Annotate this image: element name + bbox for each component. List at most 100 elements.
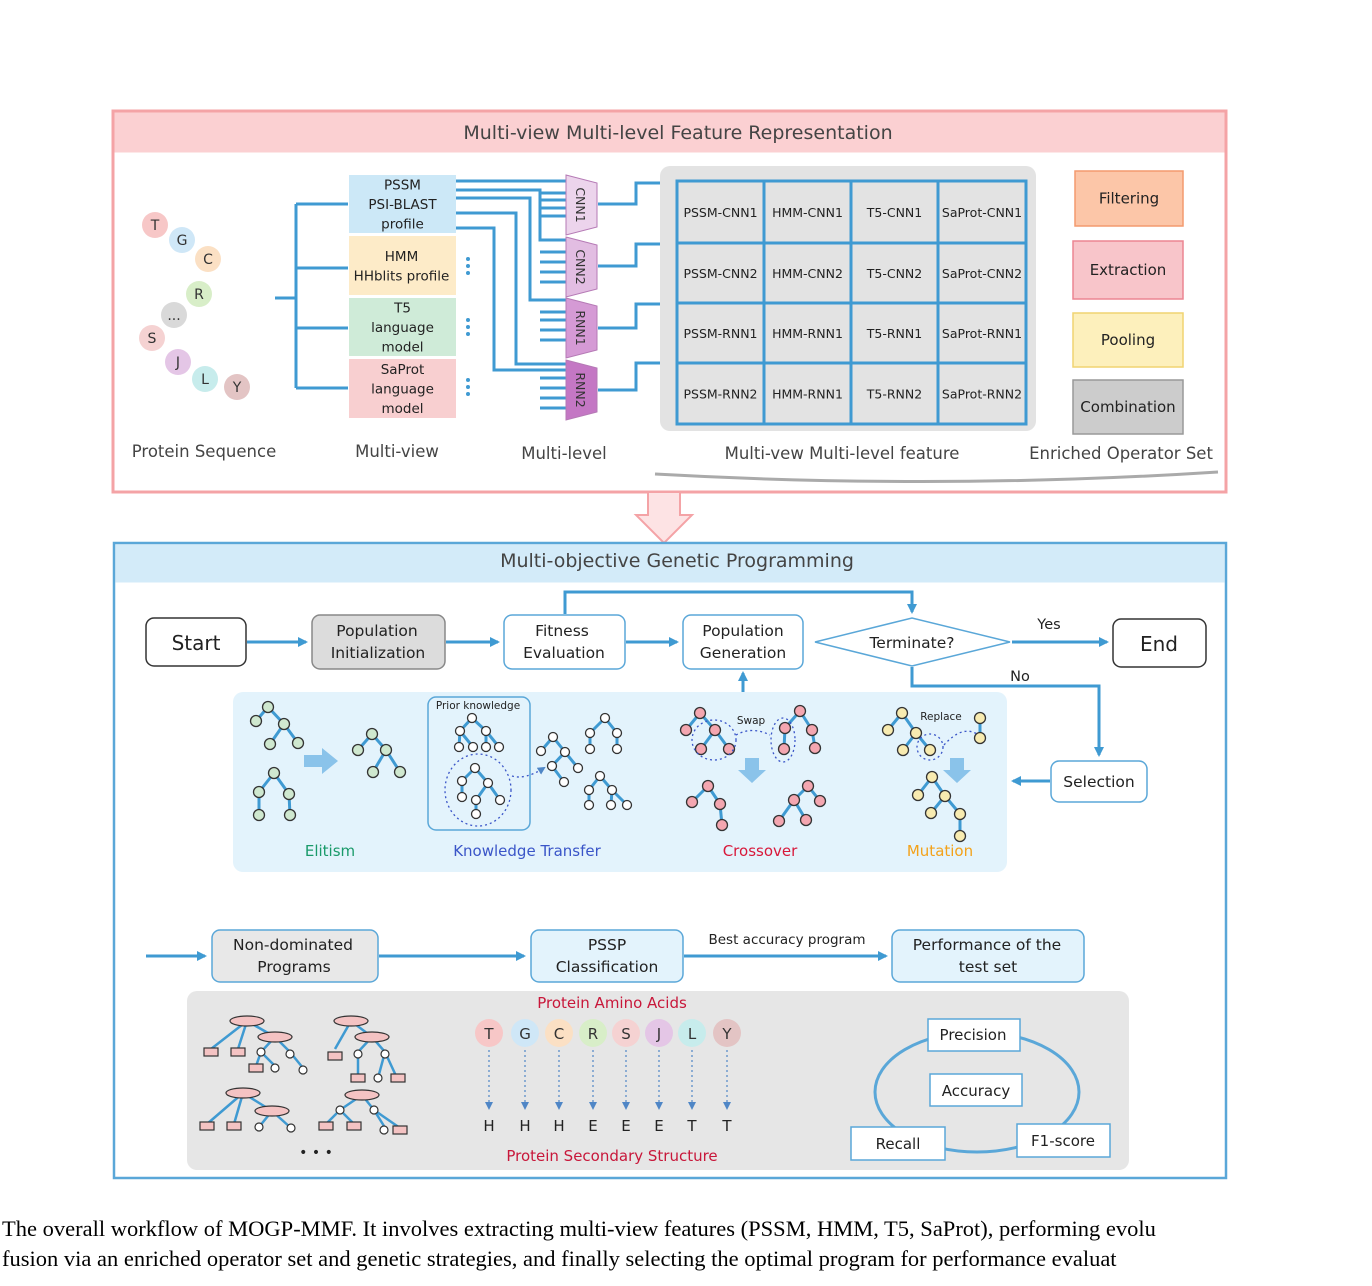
tree-node bbox=[469, 762, 481, 774]
tree-node bbox=[694, 742, 708, 756]
start-label: Start bbox=[172, 631, 221, 655]
amino-letter: G bbox=[519, 1025, 531, 1043]
tree-node bbox=[453, 741, 465, 753]
tree-node bbox=[801, 779, 815, 793]
view-box bbox=[349, 175, 456, 233]
structure-letter: T bbox=[686, 1117, 697, 1135]
tree-node bbox=[787, 793, 801, 807]
view-ellipsis bbox=[466, 257, 470, 396]
program-edge bbox=[373, 1108, 401, 1130]
brace-curve bbox=[654, 470, 1219, 484]
program-leaf bbox=[373, 1073, 383, 1083]
amino-title: Protein Amino Acids bbox=[537, 994, 687, 1012]
tree-node bbox=[282, 787, 296, 801]
level-trapezoid bbox=[565, 359, 598, 421]
tree-node bbox=[365, 727, 379, 741]
strategy-trees bbox=[249, 700, 987, 843]
program-leaf bbox=[318, 1121, 334, 1131]
amino-circle bbox=[139, 325, 165, 351]
operator-box bbox=[1072, 379, 1184, 435]
best-program-label: Best accuracy program bbox=[708, 932, 865, 948]
program-leaf bbox=[285, 1049, 295, 1059]
feature-cell: HMM-RNN1 bbox=[772, 387, 843, 402]
amino-letter: J bbox=[175, 355, 180, 371]
tree-node bbox=[973, 731, 987, 745]
amino-letter: L bbox=[201, 372, 209, 388]
program-leaf bbox=[270, 1063, 280, 1073]
program-leaf bbox=[379, 1125, 389, 1135]
terminate-label: Terminate? bbox=[868, 634, 954, 652]
view-box bbox=[349, 298, 456, 356]
program-leaf bbox=[248, 1063, 264, 1073]
program-leaf bbox=[353, 1049, 363, 1059]
performance-node bbox=[891, 929, 1085, 983]
mutation-label: Mutation bbox=[907, 842, 973, 860]
amino-letter: L bbox=[688, 1025, 697, 1043]
view-level-connectors bbox=[456, 179, 566, 410]
end-node bbox=[1112, 618, 1207, 668]
program-leaf bbox=[392, 1125, 408, 1135]
tree-node bbox=[547, 731, 559, 743]
prior-knowledge-box bbox=[427, 696, 531, 831]
amino-circle bbox=[612, 1019, 640, 1047]
feature-cell: SaProt-CNN1 bbox=[942, 205, 1022, 220]
structure-letter: H bbox=[519, 1117, 530, 1135]
feature-cell: HMM-CNN1 bbox=[772, 205, 843, 220]
amino-circle bbox=[195, 246, 221, 272]
tree-node bbox=[715, 818, 729, 832]
tree-node bbox=[366, 765, 380, 779]
structure-letter: E bbox=[588, 1117, 597, 1135]
accuracy-label: Accuracy bbox=[942, 1082, 1011, 1100]
yes-label: Yes bbox=[1036, 617, 1060, 633]
knowledge-circle bbox=[444, 753, 512, 827]
end-label: End bbox=[1140, 632, 1178, 656]
view-box-text: profile bbox=[381, 217, 424, 233]
amino-letter: Y bbox=[721, 1025, 732, 1043]
tree-node bbox=[923, 743, 937, 757]
population-gen-node bbox=[682, 614, 804, 670]
tree-node bbox=[393, 765, 407, 779]
view-box-text: language bbox=[371, 320, 434, 336]
feature-cell: PSSM-RNN1 bbox=[683, 326, 757, 341]
amino-circle bbox=[713, 1019, 741, 1047]
start-node bbox=[145, 617, 247, 667]
operator-label: Pooling bbox=[1101, 331, 1155, 349]
amino-letter: J bbox=[656, 1025, 661, 1043]
level-trapezoid bbox=[565, 174, 598, 236]
tree-node bbox=[611, 743, 623, 755]
tree-node bbox=[572, 762, 584, 774]
terminate-diamond bbox=[814, 617, 1011, 667]
tree-node bbox=[480, 741, 492, 753]
view-box bbox=[349, 359, 456, 418]
tree-node bbox=[493, 741, 505, 753]
tree-node bbox=[263, 737, 277, 751]
view-box-text: SaProt bbox=[381, 362, 425, 378]
more-programs-dots: • • • bbox=[299, 1145, 333, 1161]
view-box-text: T5 bbox=[393, 301, 411, 317]
program-node bbox=[225, 1087, 261, 1099]
feature-cell: PSSM-RNN2 bbox=[683, 387, 757, 402]
top-panel: Multi-view Multi-level Feature Represent… bbox=[111, 109, 1228, 494]
program-leaf bbox=[199, 1121, 215, 1131]
feature-cell: SaProt-CNN2 bbox=[942, 266, 1022, 281]
tree-node bbox=[938, 789, 952, 803]
structure-letter: T bbox=[721, 1117, 732, 1135]
amino-letter: G bbox=[177, 233, 188, 249]
population-gen-label-2: Generation bbox=[700, 644, 786, 662]
amino-letter: R bbox=[194, 287, 204, 303]
amino-circle bbox=[186, 281, 212, 307]
amino-circle bbox=[545, 1019, 573, 1047]
tree-node bbox=[267, 766, 281, 780]
tree-node bbox=[261, 700, 275, 714]
program-node bbox=[344, 1089, 380, 1101]
program-leaf bbox=[327, 1051, 343, 1061]
tree-node bbox=[559, 746, 571, 758]
tree-node bbox=[693, 706, 707, 720]
program-leaf bbox=[230, 1047, 246, 1057]
tree-node bbox=[249, 714, 263, 728]
operator-box bbox=[1074, 170, 1184, 227]
tree-node bbox=[973, 711, 987, 725]
